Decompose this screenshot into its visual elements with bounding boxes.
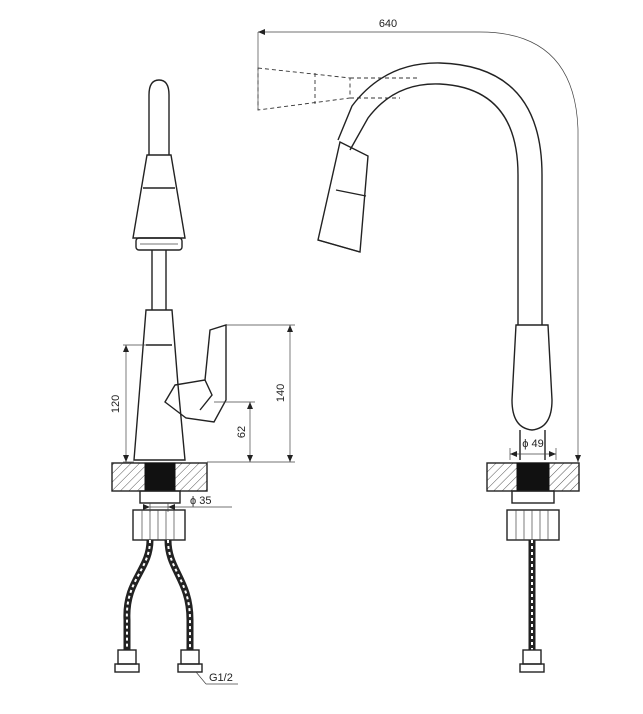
side-mount-nut xyxy=(506,509,560,541)
dim-label-phi35: ϕ 35 xyxy=(190,495,211,507)
side-view xyxy=(317,62,580,673)
dim-overall-height: 140 xyxy=(207,324,295,463)
dim-total-reach: 640 xyxy=(257,18,581,462)
side-fitting xyxy=(522,649,542,665)
front-fitting-right xyxy=(180,649,200,665)
front-hose-right xyxy=(164,539,194,650)
dim-label-62: 62 xyxy=(236,426,248,438)
front-lever xyxy=(164,324,227,423)
phantom-spray-head xyxy=(257,67,418,111)
front-spray-nozzle xyxy=(135,237,183,251)
dim-label-140: 140 xyxy=(275,384,287,402)
dim-body-diameter: ϕ 49 xyxy=(509,438,557,460)
dim-base-diameter: ϕ 35 xyxy=(143,495,232,512)
front-spout-top xyxy=(148,79,170,155)
front-fitting-left xyxy=(117,649,137,665)
dim-body-height: 120 xyxy=(110,344,146,463)
front-mount-nut xyxy=(132,509,186,541)
dim-lever-height: 62 xyxy=(214,401,255,462)
side-spray-head xyxy=(317,140,369,253)
front-spray-head xyxy=(132,154,186,239)
thread-callout: G1/2 xyxy=(195,671,238,685)
front-hose-left xyxy=(123,539,154,650)
side-gooseneck xyxy=(349,83,519,325)
side-body xyxy=(511,324,553,431)
dim-label-phi49: ϕ 49 xyxy=(522,438,543,450)
thread-label: G1/2 xyxy=(209,672,233,684)
dim-label-640: 640 xyxy=(379,18,397,30)
dim-label-120: 120 xyxy=(110,395,122,413)
front-body xyxy=(133,309,186,461)
front-view xyxy=(111,79,227,673)
